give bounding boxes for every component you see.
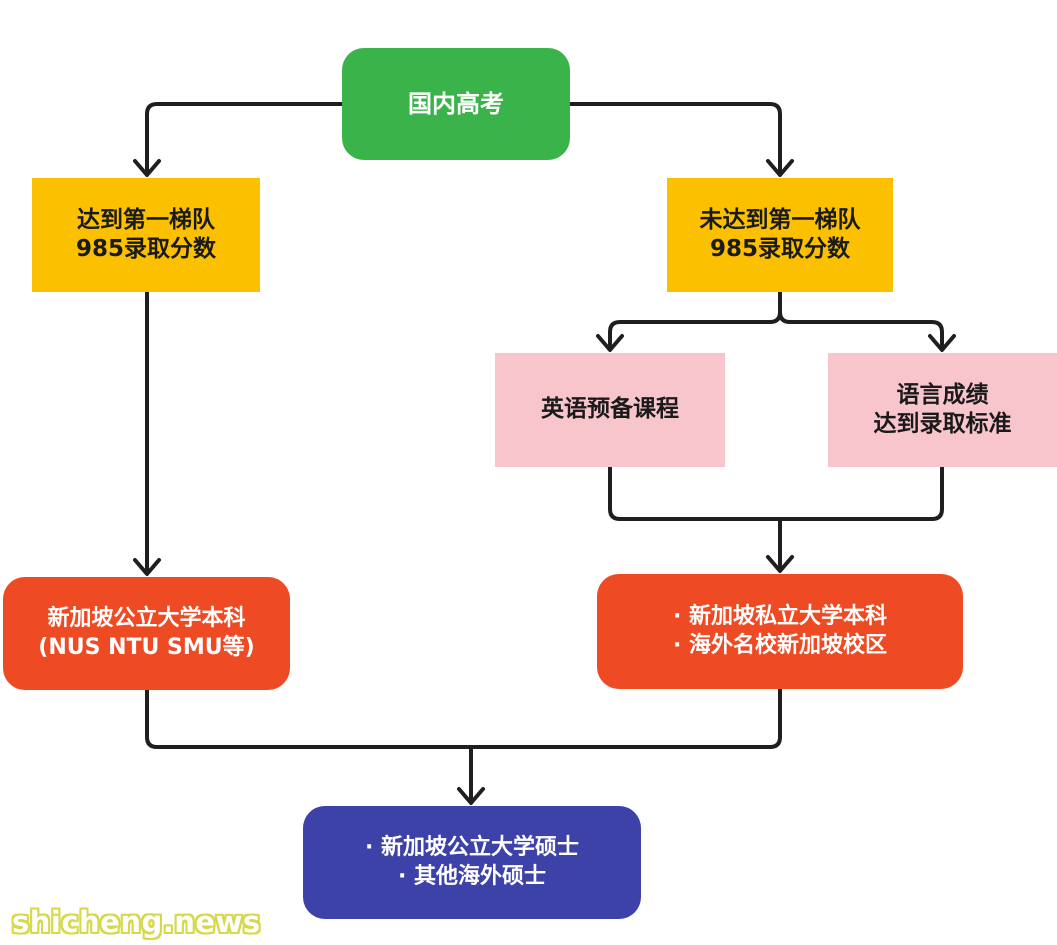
node-public-undergrad: 新加坡公立大学本科 (NUS NTU SMU等): [3, 577, 290, 690]
arrowhead: [133, 159, 161, 177]
node-label: 英语预备课程: [541, 396, 679, 423]
node-label: · 其他海外硕士: [397, 863, 547, 889]
node-label: · 新加坡私立大学本科: [672, 604, 888, 630]
node-english-prep: 英语预备课程: [495, 353, 725, 467]
node-label: 国内高考: [408, 89, 504, 118]
arrowhead: [766, 159, 794, 177]
node-label: 未达到第一梯队: [699, 206, 861, 233]
node-label: · 新加坡公立大学硕士: [364, 835, 580, 861]
arrowhead: [457, 787, 485, 805]
edge-not-reach-to-english-prep: [608, 290, 782, 350]
arrowhead: [133, 558, 161, 576]
arrowhead: [766, 555, 794, 573]
node-reach-985: 达到第一梯队 985录取分数: [32, 178, 260, 292]
node-label: · 海外名校新加坡校区: [672, 632, 888, 658]
edge-root-to-not-reach-985: [568, 102, 782, 175]
node-gaokao: 国内高考: [342, 48, 570, 160]
node-private-undergrad: · 新加坡私立大学本科 · 海外名校新加坡校区: [597, 574, 963, 689]
node-not-reach-985: 未达到第一梯队 985录取分数: [667, 178, 893, 292]
node-label: 985录取分数: [75, 236, 216, 262]
node-label: 达到录取标准: [873, 411, 1012, 437]
watermark: shicheng.news: [12, 905, 261, 939]
arrowhead: [928, 334, 956, 352]
node-label: 达到第一梯队: [77, 206, 215, 233]
edge-not-reach-to-language-score: [778, 310, 944, 350]
node-label: 语言成绩: [896, 381, 989, 408]
edge-root-to-reach-985: [145, 102, 344, 175]
edge-public-undergrad-to-masters: [145, 687, 782, 749]
arrowhead: [596, 334, 624, 352]
node-label: 新加坡公立大学本科: [47, 606, 246, 632]
node-language-score: 语言成绩 达到录取标准: [828, 353, 1057, 467]
node-label: 985录取分数: [709, 236, 850, 262]
edge-english-prep-to-private-undergrad: [608, 465, 944, 521]
node-masters: · 新加坡公立大学硕士 · 其他海外硕士: [303, 806, 641, 919]
node-label: (NUS NTU SMU等): [38, 634, 255, 660]
